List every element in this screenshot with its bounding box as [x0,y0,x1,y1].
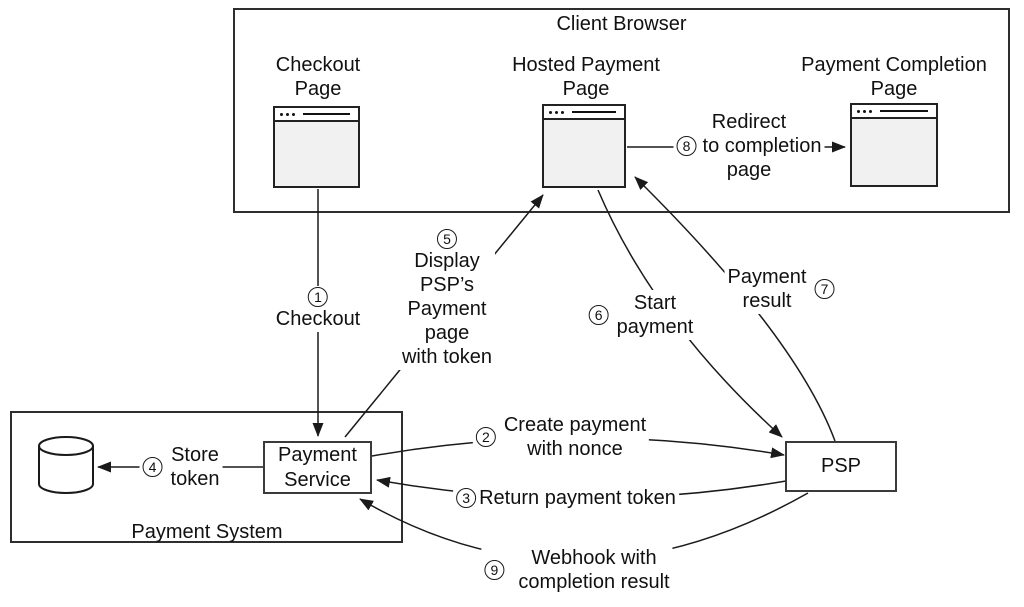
browser-titlebar [852,105,936,119]
flow-label-start-payment-text: Start payment [617,291,694,339]
hosted-payment-page-title: Hosted Payment Page [512,53,660,101]
payment-service-label-line2: Service [284,468,351,491]
flow-label-store-token-line2: token [170,468,220,490]
step-number-5: 5 [437,229,457,249]
hosted-payment-page-title-line2: Page [562,78,610,100]
step-number-9: 9 [484,560,505,580]
payment-service-box: Payment Service [263,441,372,494]
flow-label-start-payment-line1: Start [633,292,677,314]
address-bar-icon [572,111,616,113]
flow-label-return-token: 3 Return payment token [453,485,679,511]
window-dot-icon [561,110,564,114]
flow-label-webhook-line1: Webhook with [531,547,657,569]
client-browser-title: Client Browser [556,13,687,35]
flow-label-redirect: Redirect 8 to completion page [673,109,825,183]
flow-label-checkout-text: Checkout [275,308,361,330]
window-dot-icon [292,112,295,116]
flow-label-display-page-line5: with token [401,346,493,368]
flow-label-webhook-line2: completion result [518,571,670,593]
hosted-payment-page-browser-window-icon [542,104,626,188]
flow-label-start-payment-line2: payment [616,316,694,338]
checkout-page-title-line1: Checkout [275,54,361,76]
checkout-page-title-line2: Page [294,78,342,100]
flow-label-payment-result-text: Payment result [728,265,807,313]
step-number-4: 4 [142,457,163,477]
browser-titlebar [544,106,624,120]
flow-label-start-payment: 6 Start payment [585,290,697,340]
psp-label: PSP [820,455,862,477]
flow-label-display-page-line3: Payment [407,298,487,320]
flow-label-payment-result-line2: result [742,290,792,312]
payment-completion-page-title-line1: Payment Completion [801,54,987,76]
flow-label-create-payment-text: Create payment with nonce [504,413,646,461]
psp-box: PSP [785,441,897,492]
flow-label-display-page: 5 Display PSP’s Payment page with token [398,228,496,370]
payment-system-title: Payment System [131,521,283,543]
window-dot-icon [286,112,289,116]
flow-label-create-payment-line2: with nonce [527,438,623,460]
flow-label-payment-result-line1: Payment [727,266,807,288]
flow-label-redirect-line3: page [726,159,772,181]
payment-completion-page-title: Payment Completion Page [801,53,987,101]
browser-titlebar [275,108,358,122]
step-number-1: 1 [308,287,328,307]
flow-label-store-token-line1: Store [171,444,219,466]
address-bar-icon [303,113,350,115]
database-cylinder-icon [38,436,94,494]
payment-service-label-line1: Payment [278,443,357,466]
step-number-6: 6 [588,305,609,325]
window-dot-icon [280,112,283,116]
arrow-payment-result [634,176,836,442]
payment-completion-page-title-line2: Page [870,78,918,100]
flow-label-display-page-line4: page [424,322,470,344]
flow-label-redirect-line1: Redirect [711,111,787,133]
flow-label-webhook-text: Webhook with completion result [518,546,669,594]
client-browser-container [233,8,1010,213]
flow-label-display-page-line2: PSP’s [419,274,475,296]
flow-label-redirect-line2: to completion [702,135,822,157]
payment-completion-page-browser-window-icon [850,103,938,187]
window-dot-icon [863,109,866,113]
flow-label-checkout: 1 Checkout [272,286,364,332]
flow-label-store-token-text: Store token [171,443,220,491]
checkout-page-browser-window-icon [273,106,360,188]
window-dot-icon [857,109,860,113]
payment-system-container [10,411,403,543]
flow-label-webhook: 9 Webhook with completion result [481,545,673,595]
step-number-7: 7 [814,279,835,299]
flow-label-redirect-line2-row: 8 to completion [676,134,822,158]
flow-label-create-payment-line1: Create payment [503,414,647,436]
flow-label-display-page-line1: Display [414,250,480,272]
database-cylinder-top [38,436,94,456]
hosted-payment-page-title-line1: Hosted Payment [512,54,660,76]
flow-label-store-token: 4 Store token [139,442,223,492]
window-dot-icon [549,110,552,114]
window-dot-icon [555,110,558,114]
step-number-3: 3 [456,488,477,508]
checkout-page-title: Checkout Page [276,53,361,101]
address-bar-icon [880,110,928,112]
flow-label-return-token-text: Return payment token [479,487,676,509]
step-number-2: 2 [475,427,496,447]
flow-label-create-payment: 2 Create payment with nonce [472,412,650,462]
step-number-8: 8 [676,136,697,156]
flow-label-payment-result: Payment result 7 [724,264,838,314]
database-cylinder-body [38,446,94,494]
window-dot-icon [869,109,872,113]
